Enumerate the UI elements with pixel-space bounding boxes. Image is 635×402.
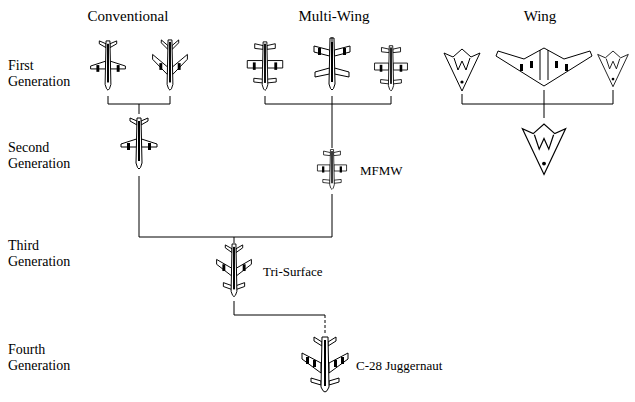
aircraft-name: Tri-Surface <box>262 264 323 280</box>
connector-segment <box>234 301 325 315</box>
aircraft-icon <box>211 243 257 301</box>
aircraft-icon <box>121 118 157 169</box>
aircraft-icon <box>522 124 565 174</box>
aircraft-icon <box>153 40 188 90</box>
aircraft-icon <box>310 148 354 194</box>
tree-connector <box>234 194 332 243</box>
aircraft-node: MFMW <box>310 148 404 194</box>
column-heading: Multi-Wing <box>298 8 369 25</box>
aircraft-name: C-28 Juggernaut <box>355 358 443 374</box>
aircraft-name: MFMW <box>359 163 404 179</box>
row-heading: Fourth Generation <box>8 342 82 374</box>
row-heading: Third Generation <box>8 238 82 270</box>
column-heading: Wing <box>524 8 557 25</box>
aircraft-icon <box>91 41 126 90</box>
connector-segment <box>234 237 235 243</box>
tree-connector <box>234 301 325 335</box>
aircraft-icon <box>300 335 350 397</box>
aircraft-icon <box>247 42 282 91</box>
row-heading: First Generation <box>8 58 82 90</box>
aircraft-icon <box>598 51 629 87</box>
tree-lines <box>108 90 613 237</box>
row-heading: Second Generation <box>8 140 82 172</box>
aircraft-node: Tri-Surface <box>211 243 323 301</box>
connector-segment <box>234 194 332 237</box>
aircraft-icon <box>314 37 350 90</box>
connector-segment <box>325 315 326 335</box>
aircraft-icon <box>444 49 480 91</box>
aircraft-node: C-28 Juggernaut <box>300 335 443 397</box>
column-heading: Conventional <box>88 8 169 25</box>
aircraft-icon <box>375 46 408 91</box>
aircraft-icon <box>496 48 592 86</box>
